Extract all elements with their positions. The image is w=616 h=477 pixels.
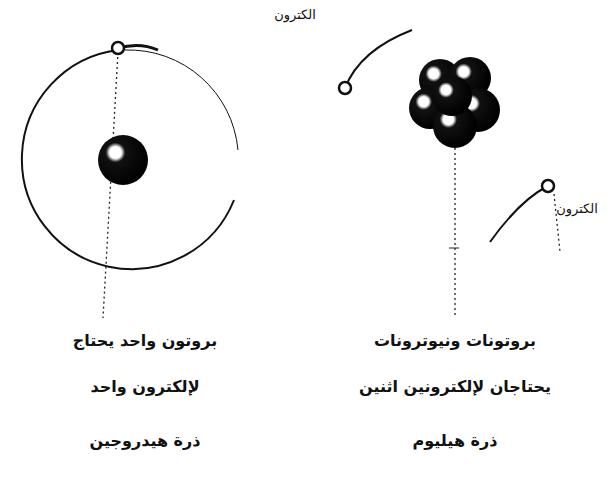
electron-tail <box>345 30 412 88</box>
electron-tail <box>490 186 548 242</box>
proton <box>98 135 148 185</box>
electron <box>339 82 351 94</box>
electron-orbit <box>22 50 234 269</box>
atom-description: بروتون واحد يحتاج لإلكترون واحد <box>55 318 235 410</box>
leader-line <box>454 148 455 316</box>
electron-label: الكترون <box>250 6 340 24</box>
atom-name: ذرة هيدروجين <box>55 418 235 464</box>
electron <box>542 180 554 192</box>
atom-description: بروتونات ونيوترونات يحتاجان لإلكترونين ا… <box>345 318 565 410</box>
electron <box>112 42 124 54</box>
electron-label: الكترون <box>542 200 612 218</box>
atom-name: ذرة هيليوم <box>345 418 565 464</box>
helium-nucleus <box>409 57 500 148</box>
leader-line <box>103 52 118 318</box>
tick-mark <box>449 248 459 249</box>
electron-orbit <box>125 50 238 150</box>
